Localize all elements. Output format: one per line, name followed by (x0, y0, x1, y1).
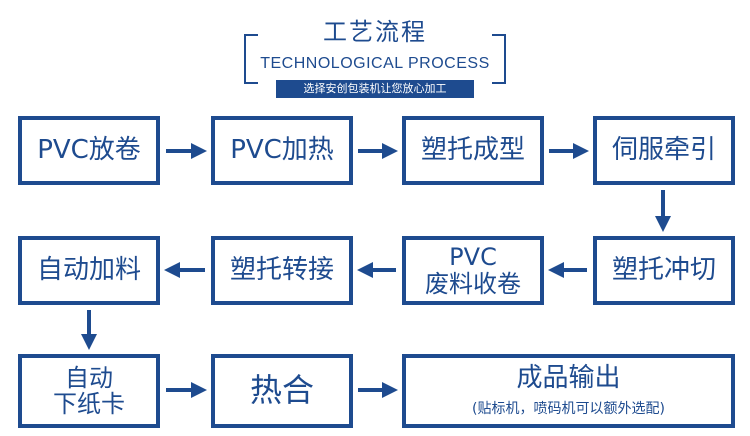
step-servo-traction: 伺服牵引 (593, 116, 735, 185)
header-bracket-right (492, 34, 506, 84)
step-label-line2: 废料收卷 (425, 269, 521, 298)
title-chinese: 工艺流程 (323, 18, 427, 46)
step-label: 塑托成型 (420, 135, 525, 166)
step-pvc-heating: PVC加热 (211, 116, 353, 185)
step-note: (贴标机，喷码机可以额外选配) (472, 401, 665, 418)
step-label: PVC放卷 (37, 135, 141, 166)
step-auto-feeding: 自动加料 (18, 236, 160, 305)
process-header: 工艺流程 TECHNOLOGICAL PROCESS 选择安创包装机让您放心加工 (244, 12, 506, 98)
step-label-line1: PVC (449, 243, 497, 272)
step-product-output: 成品输出 (贴标机，喷码机可以额外选配) (402, 354, 735, 428)
step-label: 塑托冲切 (611, 255, 716, 286)
step-label: 塑托转接 (229, 255, 334, 286)
step-label: 自动加料 (36, 255, 141, 286)
step-pvc-unwind: PVC放卷 (18, 116, 160, 185)
title-english: TECHNOLOGICAL PROCESS (260, 55, 490, 72)
step-tray-punching: 塑托冲切 (593, 236, 735, 305)
step-auto-card-drop: 自动 下纸卡 (18, 354, 160, 428)
header-bracket-left (244, 34, 258, 84)
step-pvc-waste-winding: PVC 废料收卷 (402, 236, 544, 305)
step-label-line2: 下纸卡 (53, 390, 125, 418)
step-label: 成品输出 (516, 362, 621, 393)
step-label-line1: 自动 (65, 363, 113, 392)
step-label: 伺服牵引 (611, 135, 716, 166)
step-label: 热合 (249, 371, 314, 410)
step-tray-transfer: 塑托转接 (211, 236, 353, 305)
step-label: PVC加热 (230, 135, 334, 166)
slogan-banner: 选择安创包装机让您放心加工 (276, 80, 474, 98)
step-heat-sealing: 热合 (211, 354, 353, 428)
step-tray-forming: 塑托成型 (402, 116, 544, 185)
